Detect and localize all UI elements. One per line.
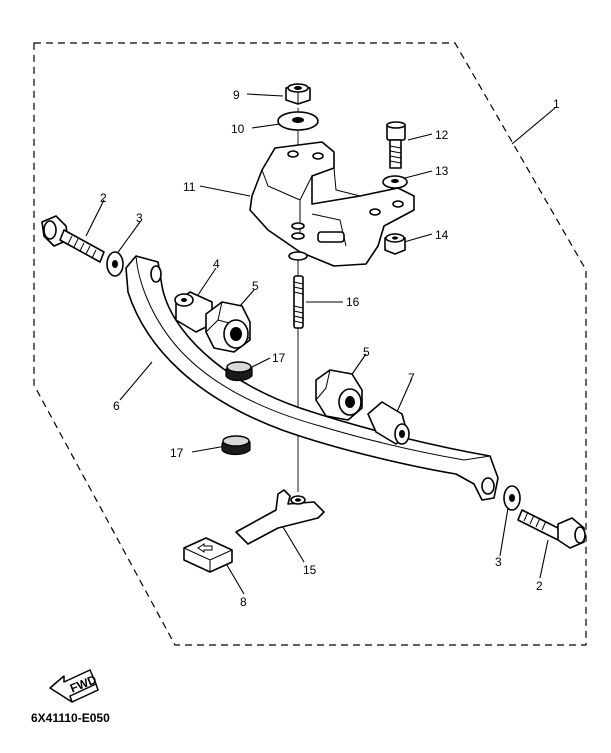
assembly-boundary [33, 42, 587, 646]
callout-14: 14 [435, 228, 449, 242]
leader-lines [85, 93, 556, 595]
part-3-washer-left [106, 251, 124, 277]
part-16-stud-bolt [293, 275, 304, 329]
diagram-reference-code: 6X41110-E050 [31, 711, 110, 725]
part-3-washer-right [503, 485, 521, 511]
callout-8: 8 [240, 595, 247, 609]
callout-10: 10 [231, 122, 245, 136]
callout-5-upper: 5 [252, 279, 259, 293]
part-5-nut-lower [315, 369, 363, 421]
callout-2-left: 2 [100, 191, 107, 205]
part-17-grommet-lower [221, 435, 251, 456]
part-7-collar [367, 401, 410, 445]
callout-12: 12 [435, 128, 449, 142]
part-8-block [183, 537, 233, 573]
callout-7: 7 [408, 371, 415, 385]
callout-6: 6 [113, 399, 120, 413]
callout-17-upper: 17 [272, 351, 286, 365]
part-11-bracket [249, 141, 415, 267]
part-9-lock-nut [285, 83, 311, 105]
callout-1: 1 [553, 97, 560, 111]
part-10-washer [277, 111, 319, 131]
part-13-washer [382, 175, 408, 189]
callout-9: 9 [233, 88, 240, 102]
part-17-grommet-upper [225, 361, 253, 382]
callout-4: 4 [213, 257, 220, 271]
part-5-nut-upper [205, 301, 251, 353]
callout-5-lower: 5 [363, 345, 370, 359]
part-6-curved-bar [125, 255, 499, 501]
part-4-collar [174, 291, 213, 333]
callout-15: 15 [303, 563, 317, 577]
part-12-bolt [386, 121, 406, 169]
callout-16: 16 [346, 295, 360, 309]
callout-2-right: 2 [536, 579, 543, 593]
fwd-arrow-icon: FWD [49, 669, 99, 703]
part-2-bolt-left [41, 215, 105, 263]
callout-3-right: 3 [495, 555, 502, 569]
callout-17-lower: 17 [170, 446, 184, 460]
part-14-nut [384, 233, 406, 255]
callout-13: 13 [435, 164, 449, 178]
callout-3-left: 3 [136, 211, 143, 225]
part-15-plate [235, 489, 325, 545]
part-2-bolt-right [517, 509, 586, 549]
callout-11: 11 [183, 180, 196, 194]
